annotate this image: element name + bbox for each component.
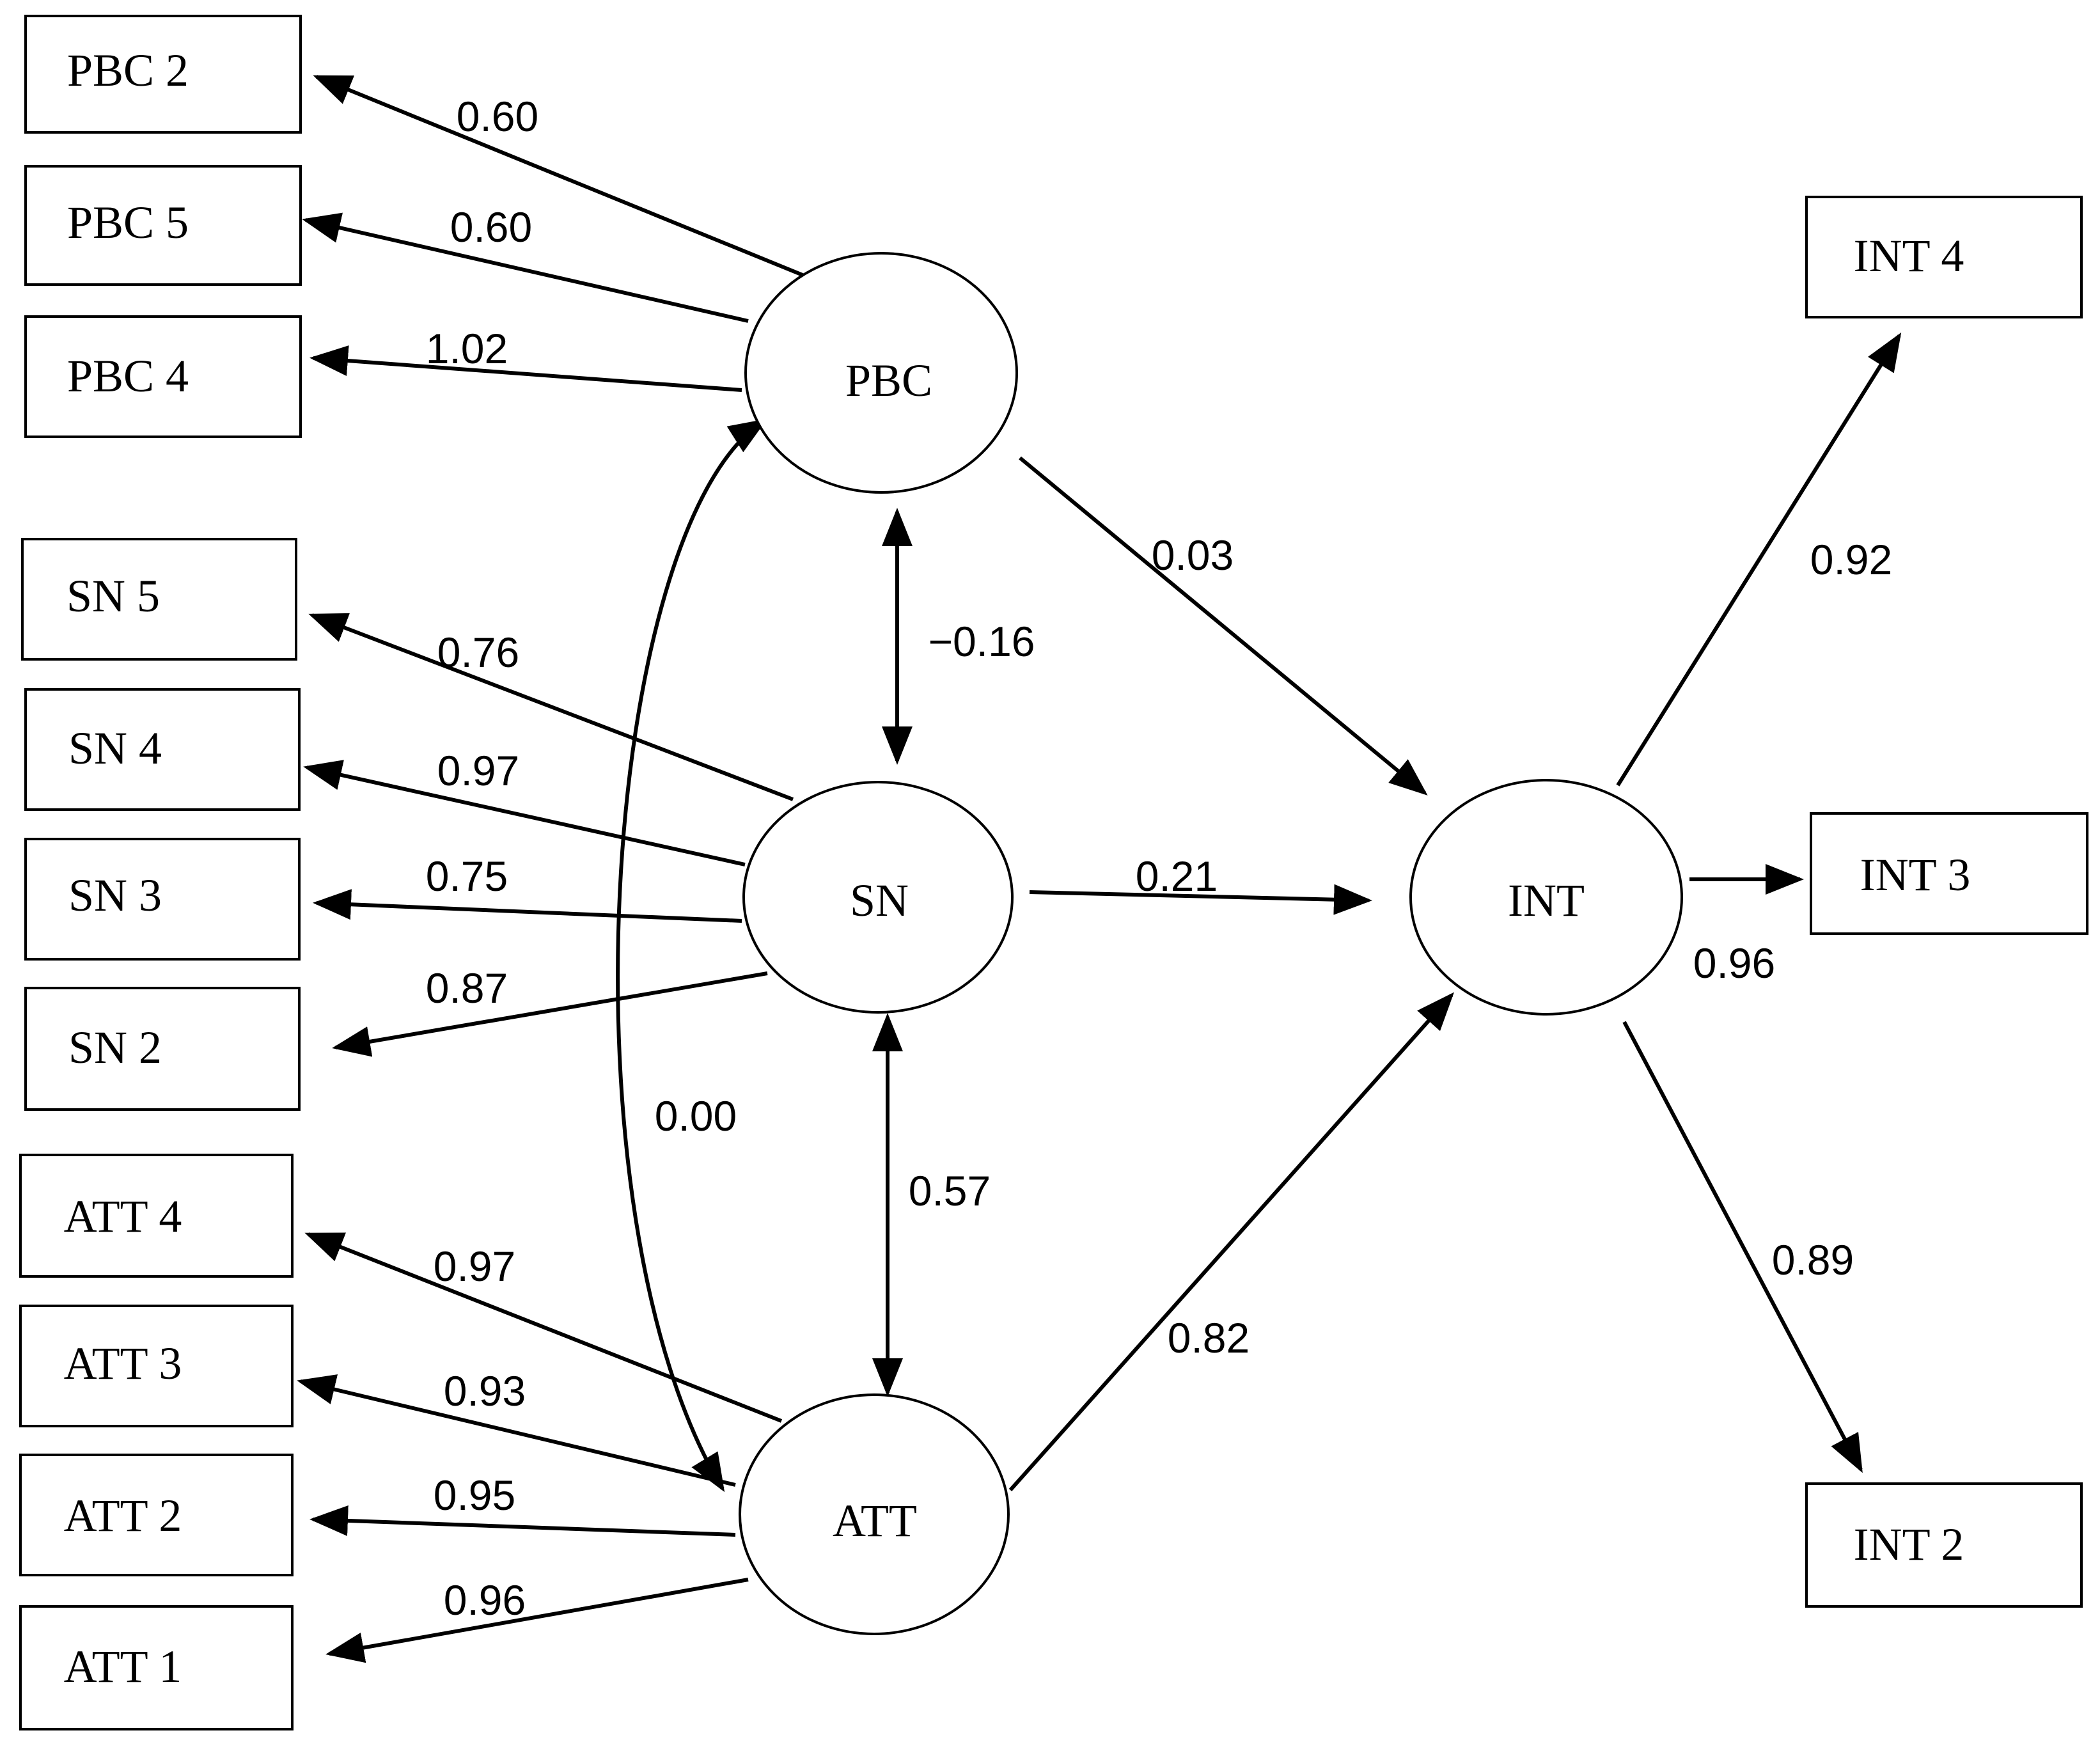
indicator-label: SN 2: [68, 1022, 162, 1073]
loading-label-sn3: 0.75: [426, 852, 508, 900]
indicator-label: SN 4: [68, 723, 162, 774]
indicator-int3: INT 3: [1810, 812, 2088, 935]
loading-label-pbc5: 0.60: [450, 203, 532, 251]
edge-sn-sn4: [303, 760, 746, 867]
indicator-label: INT 4: [1854, 230, 1964, 281]
indicator-int2: INT 2: [1805, 1482, 2083, 1608]
indicator-label: INT 2: [1854, 1519, 1964, 1570]
edge-att-att1: [325, 1578, 749, 1663]
edge-int-int4: [1616, 332, 1902, 787]
indicator-label: SN 5: [67, 570, 160, 622]
loading-label-att4: 0.97: [434, 1243, 515, 1290]
loading-label-int4: 0.92: [1810, 536, 1892, 583]
edge-sn-sn5: [308, 613, 794, 801]
loading-label-sn5: 0.76: [437, 629, 519, 676]
loading-label-att2: 0.95: [434, 1471, 515, 1519]
edge-sn-sn3: [313, 889, 742, 923]
indicator-label: ATT 3: [64, 1338, 182, 1389]
indicator-label: ATT 2: [64, 1490, 182, 1541]
indicator-att3: ATT 3: [19, 1305, 294, 1427]
indicator-label: PBC 4: [67, 350, 189, 402]
indicator-pbc2: PBC 2: [24, 15, 302, 134]
indicator-sn4: SN 4: [24, 688, 301, 811]
edge-pbc-pbc2: [313, 75, 807, 278]
latent-label: SN: [850, 875, 909, 926]
edge-pbc-int: [1019, 456, 1428, 796]
edge-att-att3: [297, 1374, 736, 1487]
coefficient-labels: 0.60 0.60 1.02 0.76 0.97 0.75 0.87 0.97 …: [426, 93, 1892, 1624]
path-label-att-int: 0.82: [1168, 1314, 1250, 1361]
loading-label-pbc4: 1.02: [426, 325, 508, 372]
edge-att-att2: [310, 1505, 736, 1537]
latent-label: PBC: [845, 355, 932, 406]
loading-label-pbc2: 0.60: [457, 93, 538, 140]
cov-label-pbc-sn: −0.16: [929, 618, 1035, 665]
latent-sn: SN: [742, 781, 1014, 1014]
edge-pbc-pbc5: [302, 212, 749, 323]
path-label-pbc-int: 0.03: [1152, 531, 1234, 579]
latent-att: ATT: [739, 1393, 1010, 1635]
loading-label-att3: 0.93: [444, 1367, 526, 1415]
indicator-pbc5: PBC 5: [24, 165, 302, 286]
cov-label-pbc-att: 0.00: [655, 1092, 737, 1140]
indicator-label: ATT 1: [64, 1641, 182, 1692]
indicator-label: PBC 5: [67, 197, 189, 248]
path-label-sn-int: 0.21: [1136, 852, 1218, 900]
indicator-sn2: SN 2: [24, 987, 301, 1111]
loading-label-sn4: 0.97: [437, 747, 519, 794]
edge-att-att4: [304, 1232, 783, 1423]
loading-label-sn2: 0.87: [426, 964, 508, 1012]
edge-int-int2: [1622, 1021, 1863, 1473]
indicator-label: ATT 4: [64, 1191, 182, 1242]
edge-sn-sn2: [332, 971, 768, 1057]
latent-label: INT: [1508, 875, 1585, 926]
latent-pbc: PBC: [744, 252, 1018, 494]
edge-pbc-pbc4: [310, 345, 742, 392]
latent-label: ATT: [833, 1495, 917, 1546]
indicator-int4: INT 4: [1805, 196, 2083, 318]
indicator-label: PBC 2: [67, 45, 189, 96]
indicator-sn5: SN 5: [21, 538, 297, 661]
edge-att-int: [1008, 992, 1454, 1491]
loading-label-att1: 0.96: [444, 1576, 526, 1624]
edges: [297, 75, 1902, 1663]
loading-label-int3: 0.96: [1693, 939, 1775, 987]
indicator-att4: ATT 4: [19, 1154, 294, 1278]
indicator-sn3: SN 3: [24, 838, 301, 961]
indicator-att2: ATT 2: [19, 1454, 294, 1576]
cov-pbc-att: [616, 418, 768, 1493]
latent-int: INT: [1409, 779, 1683, 1016]
indicator-att1: ATT 1: [19, 1605, 294, 1730]
indicator-label: INT 3: [1860, 849, 1971, 900]
indicator-label: SN 3: [68, 870, 162, 921]
latent-variables: PBC SN ATT INT: [739, 252, 1683, 1635]
cov-label-sn-att: 0.57: [909, 1167, 991, 1214]
indicator-pbc4: PBC 4: [24, 315, 302, 438]
indicator-boxes: PBC 2 PBC 5 PBC 4 SN 5 SN 4 SN 3 SN 2 AT…: [19, 15, 2088, 1730]
edge-sn-int: [1029, 884, 1372, 915]
loading-label-int2: 0.89: [1772, 1236, 1854, 1283]
